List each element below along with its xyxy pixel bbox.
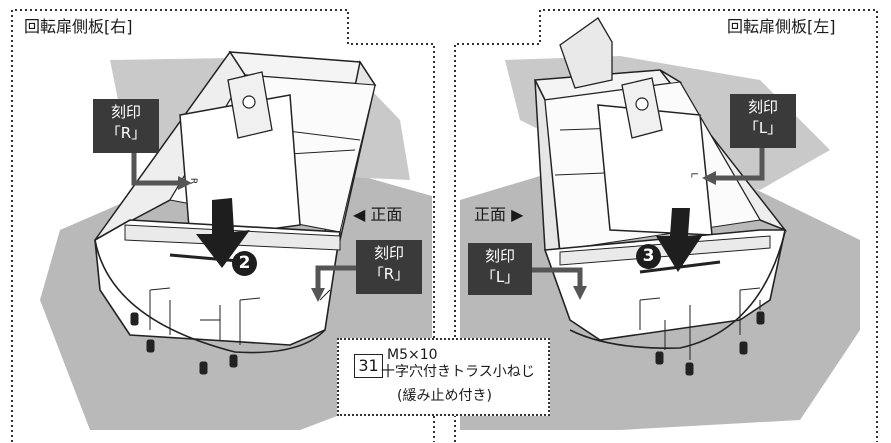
pointer-arrow-left-lower (315, 265, 356, 290)
left-marking-lower: 刻印 「R」 (356, 240, 422, 294)
pointer-arrow-right-upper (714, 148, 765, 181)
left-marking-upper-heading: 刻印 (110, 103, 141, 121)
right-marking-lower-code: 「L」 (480, 268, 520, 286)
screw-part-number: 31 (354, 354, 383, 378)
left-step-number: 2 (232, 251, 257, 276)
step-arrow-right (656, 208, 702, 272)
right-direction-label: 正面 ▶ (474, 205, 524, 224)
right-panel-frame (454, 9, 878, 442)
hinge-right-knob (635, 97, 649, 111)
left-direction-label: ◀ 正面 (353, 205, 403, 224)
right-marking-lower-heading: 刻印 (484, 247, 515, 265)
cabinet-left-front-curve (94, 239, 326, 354)
right-marking-lower: 刻印 「L」 (468, 243, 532, 295)
hinge-left-knob (242, 95, 256, 109)
left-panel-letter: R (188, 177, 199, 185)
cabinet-right-front-curve (569, 231, 786, 349)
cabinet-right (528, 17, 788, 376)
screw-callout: 31 M5×10 十字穴付きトラス小ねじ (緩み止め付き) (337, 338, 550, 416)
screws-right (579, 280, 765, 376)
step-arrow-left (196, 198, 250, 268)
left-marking-upper-code: 「R」 (105, 124, 147, 142)
left-marking-upper: 刻印 「R」 (93, 99, 159, 153)
hinge-top-plate (559, 17, 613, 89)
right-marking-upper-code: 「L」 (743, 119, 783, 137)
right-panel-title: 回転扉側板[左] (727, 17, 836, 36)
screw-name: 十字穴付きトラス小ねじ (381, 364, 535, 380)
left-panel-title: 回転扉側板[右] (24, 17, 133, 36)
pointer-arrow-right-lower (528, 267, 583, 288)
screws-left (130, 287, 331, 375)
screw-note: (緩み止め付き) (397, 388, 492, 404)
right-panel-letter: L (688, 172, 699, 178)
cabinet-left-front (94, 219, 341, 346)
right-marking-upper-heading: 刻印 (747, 98, 778, 116)
right-marking-upper: 刻印 「L」 (730, 94, 796, 148)
cabinet-left (94, 50, 377, 375)
left-marking-lower-heading: 刻印 (373, 244, 404, 262)
pointer-arrow-left-upper (131, 152, 180, 186)
left-panel-frame (11, 9, 435, 442)
left-marking-lower-code: 「R」 (368, 265, 410, 283)
right-step-number: 3 (636, 244, 661, 269)
screw-size: M5×10 (387, 347, 438, 363)
